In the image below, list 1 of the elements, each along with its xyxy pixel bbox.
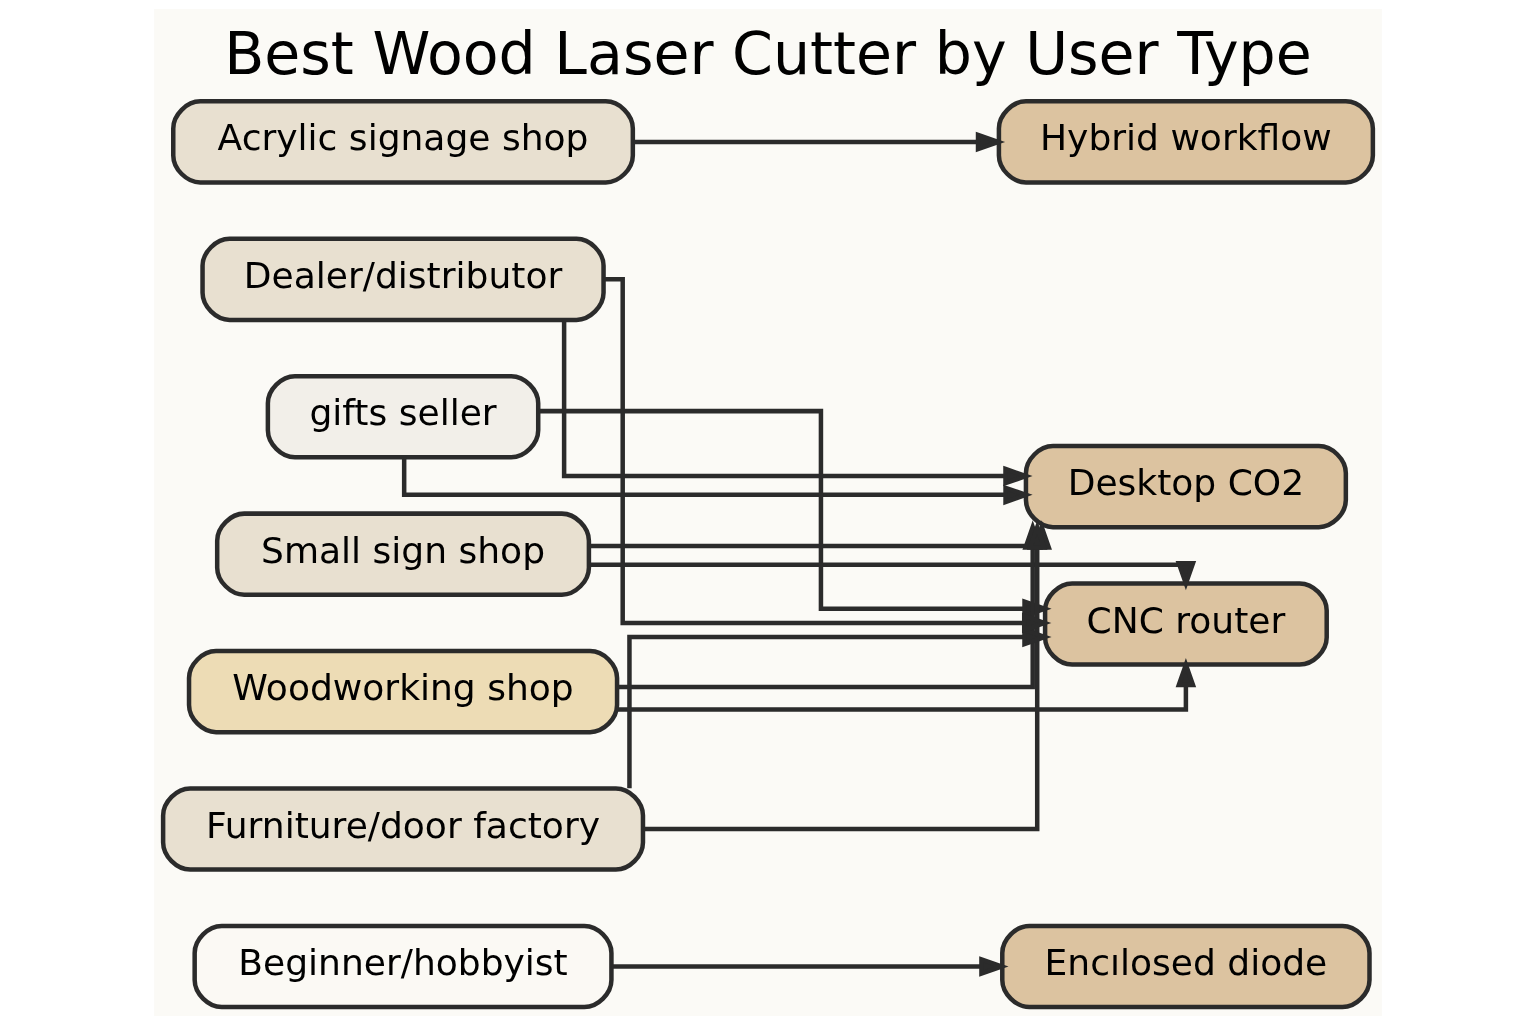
diagram-title: Best Wood Laser Cutter by User Type [224,19,1312,88]
